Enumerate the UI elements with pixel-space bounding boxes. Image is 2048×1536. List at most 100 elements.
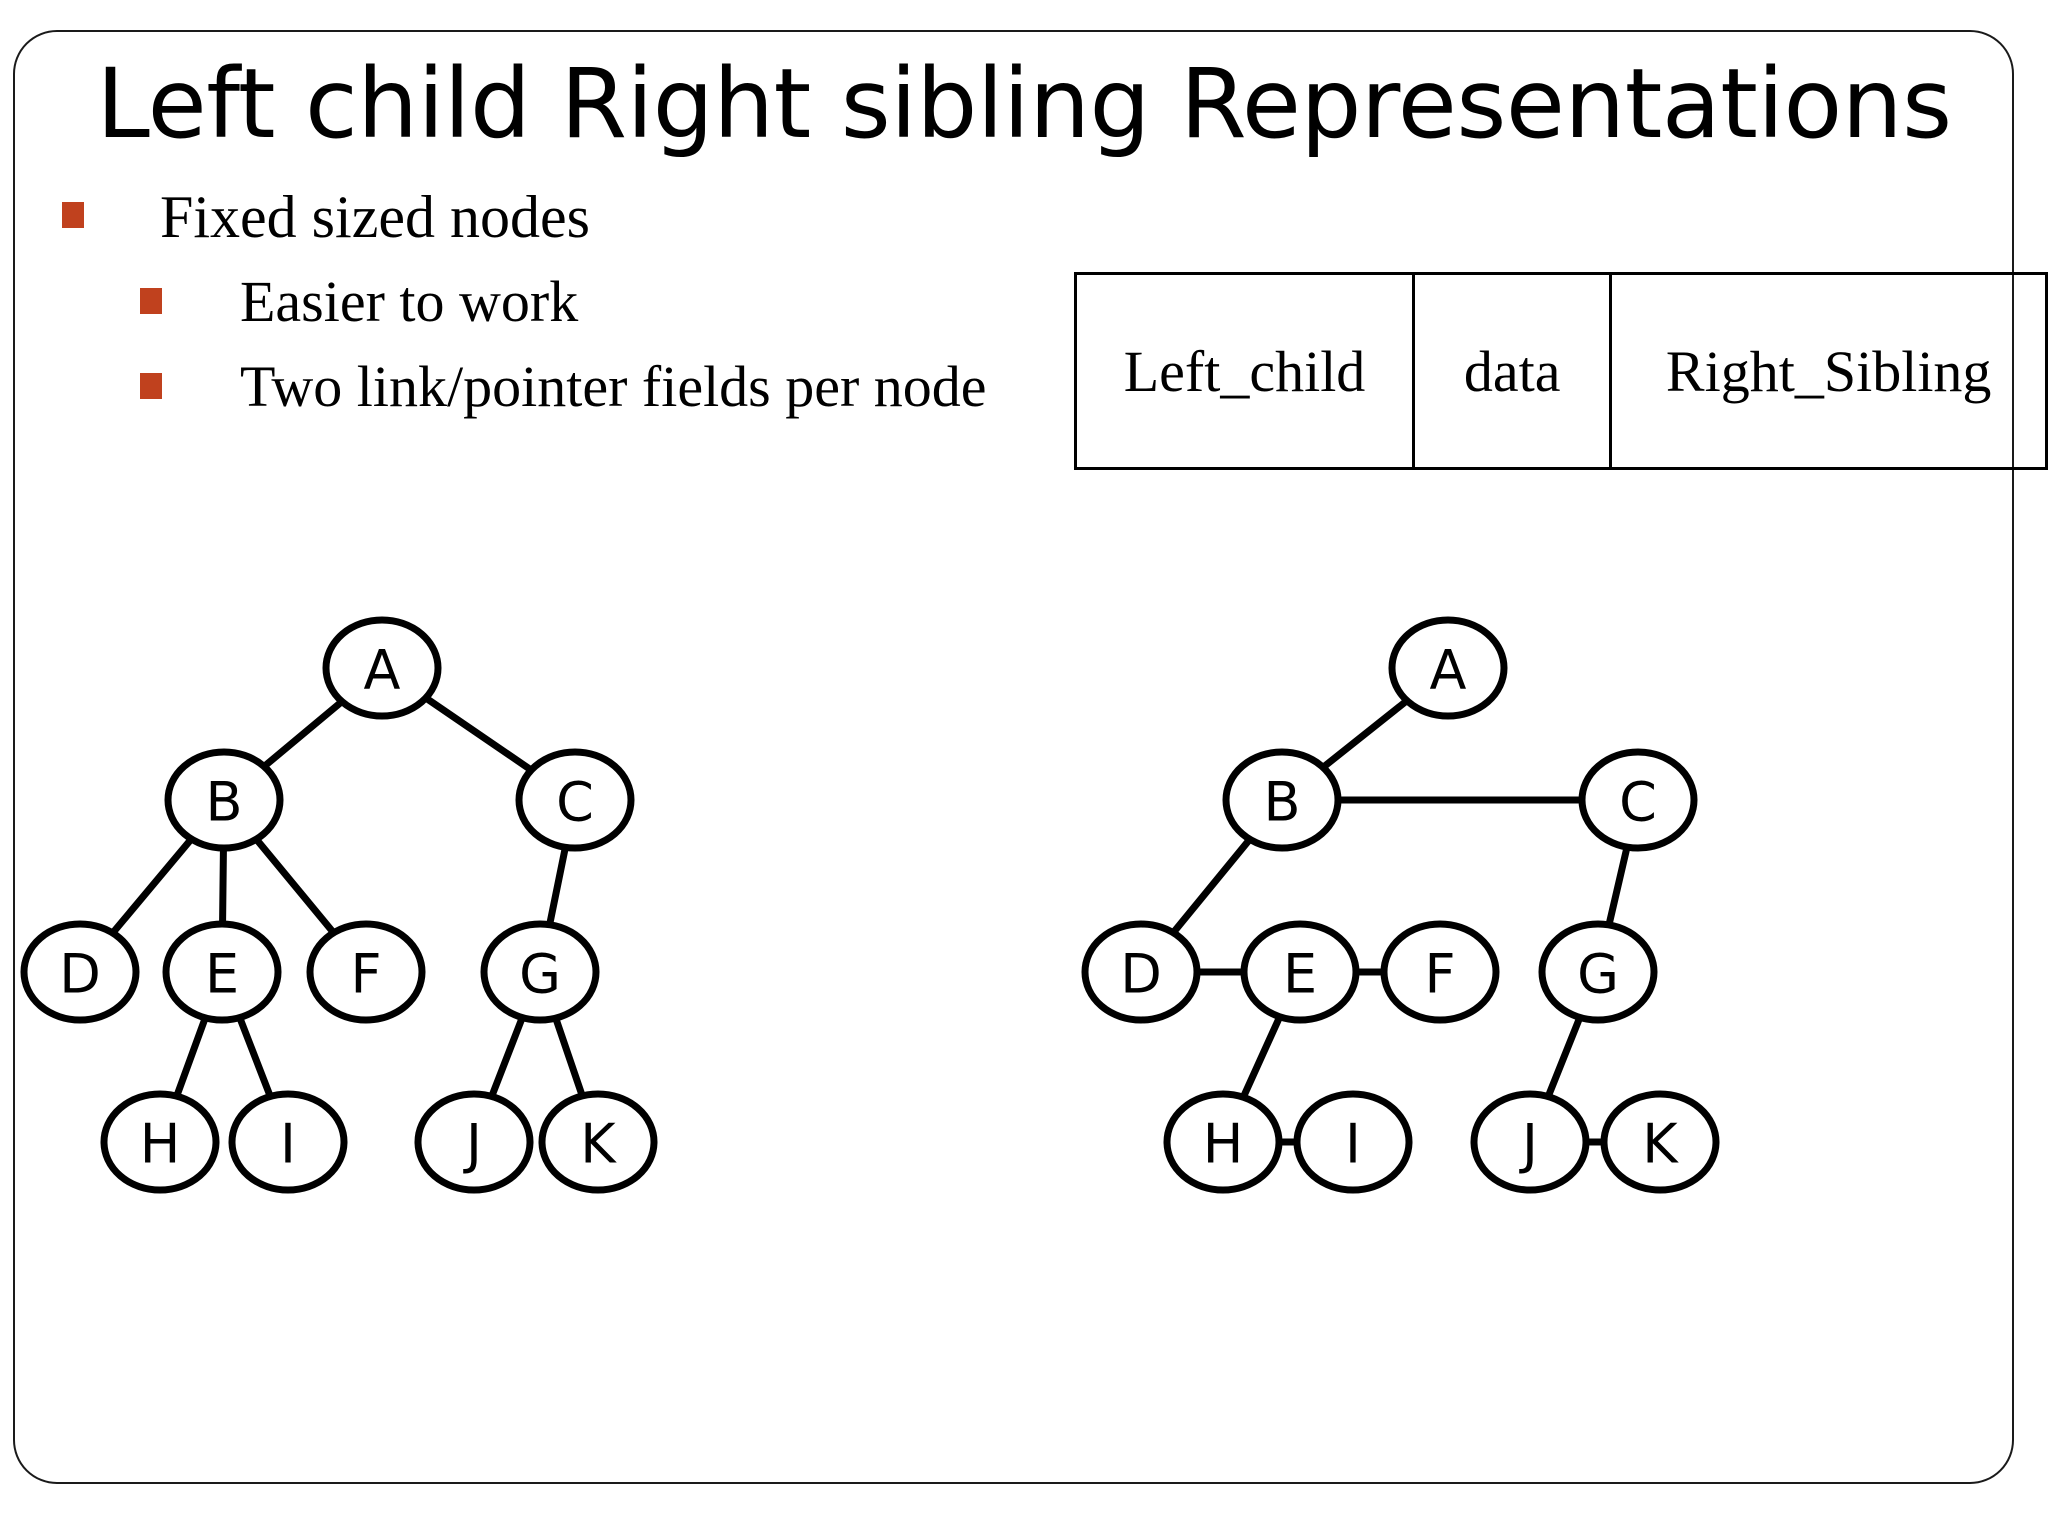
tree-node-A: A	[1388, 616, 1508, 720]
tree-node-circle	[1388, 616, 1508, 720]
tree-node-circle	[1578, 748, 1698, 852]
tree-edge-B-D	[109, 835, 195, 937]
table-row: Left_child data Right_Sibling	[1073, 272, 2048, 470]
tree-node-circle	[414, 1090, 534, 1194]
tree-node-C: C	[1578, 748, 1698, 852]
tree-node-label: I	[1345, 1113, 1361, 1176]
tree-node-circle	[100, 1090, 220, 1194]
tree-node-label: F	[350, 943, 381, 1006]
tree-node-label: H	[140, 1113, 181, 1176]
table-cell-data: data	[1412, 272, 1613, 470]
tree-edges	[109, 694, 586, 1100]
tree-node-E: E	[1240, 920, 1360, 1024]
table-cell-right-sibling: Right_Sibling	[1609, 272, 2048, 470]
tree-node-circle	[1470, 1090, 1590, 1194]
table-cell-left-child: Left_child	[1073, 272, 1416, 470]
tree-node-circle	[164, 748, 284, 852]
tree-node-label: A	[364, 639, 401, 702]
tree-edge-B-F	[252, 835, 338, 937]
bullet-square-icon	[62, 202, 84, 228]
page-title: Left child Right sibling Representations	[96, 48, 1952, 160]
tree-edge-E-H	[173, 1014, 209, 1100]
tree-node-I: I	[1293, 1090, 1413, 1194]
tree-node-label: B	[205, 771, 242, 834]
bullet-square-icon	[140, 288, 162, 314]
tree-node-B: B	[1222, 748, 1342, 852]
tree-edge-B-D	[1169, 835, 1254, 937]
bullet-item-1: Fixed sized nodes	[62, 186, 590, 249]
tree-edges	[1169, 697, 1631, 1146]
tree-node-label: D	[59, 943, 101, 1006]
tree-node-circle	[1380, 920, 1500, 1024]
tree-edge-E-H	[1239, 1013, 1284, 1101]
tree-node-D: D	[20, 920, 140, 1024]
bullet-item-3: Two link/pointer fields per node	[140, 354, 987, 419]
tree-edge-A-B	[1319, 697, 1411, 771]
tree-edge-E-I	[236, 1014, 274, 1100]
tree-edge-A-C	[422, 694, 535, 774]
bullet-item-2-label: Easier to work	[240, 269, 579, 334]
tree-node-J: J	[414, 1090, 534, 1194]
tree-node-label: D	[1120, 943, 1162, 1006]
tree-node-circle	[1600, 1090, 1720, 1194]
tree-node-F: F	[1380, 920, 1500, 1024]
tree-node-label: F	[1424, 943, 1455, 1006]
tree-node-label: E	[1283, 943, 1317, 1006]
tree-node-circle	[322, 616, 442, 720]
tree-node-circle	[306, 920, 426, 1024]
tree-node-H: H	[1163, 1090, 1283, 1194]
tree-node-circle	[1222, 748, 1342, 852]
tree-node-circle	[480, 920, 600, 1024]
tree-edge-C-G	[1605, 843, 1631, 929]
bullet-square-icon	[140, 373, 162, 399]
tree-node-label: C	[1619, 771, 1657, 834]
tree-node-H: H	[100, 1090, 220, 1194]
tree-node-J: J	[1470, 1090, 1590, 1194]
tree-node-circle	[538, 1090, 658, 1194]
tree-edge-G-J	[1544, 1013, 1584, 1101]
tree-edge-B-E	[219, 844, 227, 928]
tree-node-circle	[162, 920, 282, 1024]
tree-node-label: E	[205, 943, 239, 1006]
tree-node-circle	[228, 1090, 348, 1194]
tree-node-label: K	[580, 1113, 617, 1176]
tree-nodes: A B C D E F G H I J K	[1081, 616, 1720, 1194]
tree-node-G: G	[1538, 920, 1658, 1024]
tree-node-circle	[1240, 920, 1360, 1024]
tree-edge-C-G	[546, 843, 569, 929]
tree-node-B: B	[164, 748, 284, 852]
tree-node-I: I	[228, 1090, 348, 1194]
bullet-item-1-label: Fixed sized nodes	[160, 184, 590, 250]
tree-node-circle	[1163, 1090, 1283, 1194]
tree-node-label: B	[1263, 771, 1300, 834]
bullet-item-2: Easier to work	[140, 269, 579, 334]
tree-node-circle	[1293, 1090, 1413, 1194]
tree-node-label: A	[1430, 639, 1467, 702]
tree-node-label: J	[463, 1113, 482, 1176]
tree-node-label: G	[519, 943, 561, 1006]
tree-node-K: K	[1600, 1090, 1720, 1194]
tree-node-circle	[20, 920, 140, 1024]
tree-node-label: G	[1577, 943, 1619, 1006]
tree-node-circle	[1538, 920, 1658, 1024]
tree-node-label: J	[1519, 1113, 1538, 1176]
node-structure-table: Left_child data Right_Sibling	[1073, 272, 2048, 470]
tree-node-C: C	[515, 748, 635, 852]
tree-node-label: H	[1203, 1113, 1244, 1176]
tree-node-K: K	[538, 1090, 658, 1194]
tree-node-F: F	[306, 920, 426, 1024]
tree-node-E: E	[162, 920, 282, 1024]
tree-node-G: G	[480, 920, 600, 1024]
tree-edge-A-B	[260, 698, 346, 770]
tree-node-circle	[1081, 920, 1201, 1024]
tree-node-D: D	[1081, 920, 1201, 1024]
bullet-item-3-label: Two link/pointer fields per node	[240, 354, 987, 419]
tree-node-circle	[515, 748, 635, 852]
tree-edge-G-K	[552, 1014, 586, 1100]
left-child-right-sibling-diagram: A B C D E F G H I J K	[1080, 616, 2000, 1240]
tree-node-label: C	[556, 771, 594, 834]
tree-node-label: K	[1642, 1113, 1679, 1176]
